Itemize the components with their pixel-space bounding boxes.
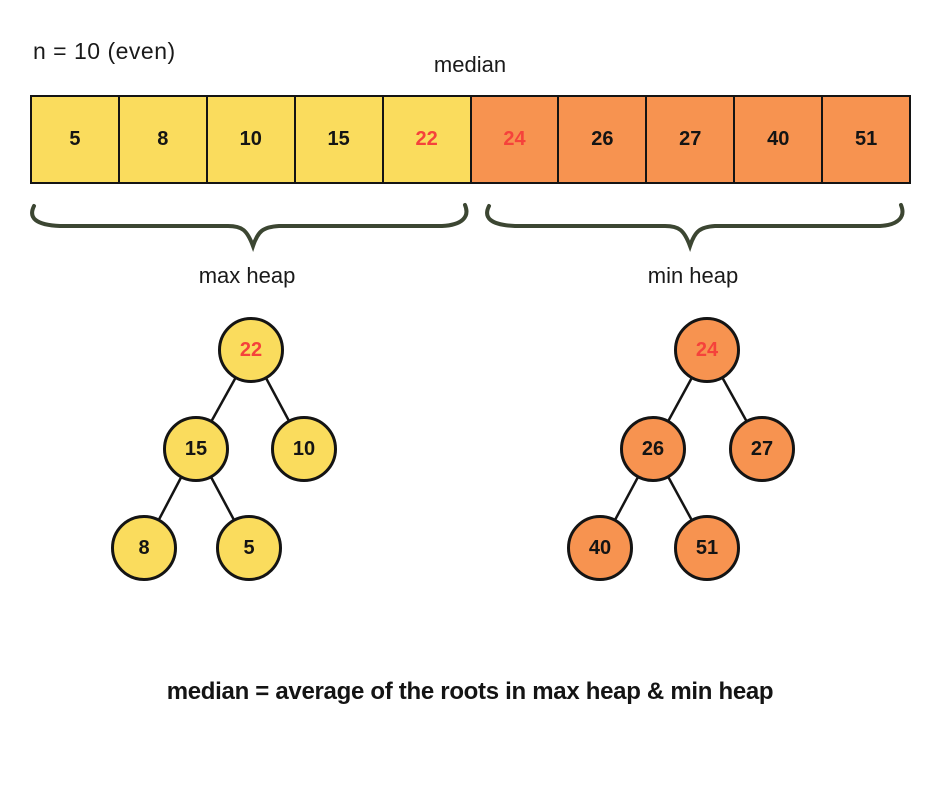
caption: median = average of the roots in max hea… bbox=[166, 678, 774, 705]
array-cell-8: 8 bbox=[117, 97, 206, 182]
array-cell-5: 5 bbox=[32, 97, 118, 182]
array-cell-27: 27 bbox=[645, 97, 734, 182]
array-cell-40: 40 bbox=[733, 97, 822, 182]
min_heap-node-27: 27 bbox=[729, 416, 795, 482]
min_heap-node-26: 26 bbox=[620, 416, 686, 482]
min-heap-brace bbox=[485, 203, 905, 252]
max_heap-node-22: 22 bbox=[218, 317, 284, 383]
max-heap-label: max heap bbox=[198, 263, 296, 288]
max-heap-brace bbox=[30, 203, 469, 252]
min-heap-label: min heap bbox=[647, 263, 739, 288]
array-cell-24: 24 bbox=[469, 97, 558, 182]
max_heap-node-15: 15 bbox=[163, 416, 229, 482]
min_heap-node-51: 51 bbox=[674, 515, 740, 581]
array-cell-26: 26 bbox=[557, 97, 646, 182]
n-count-label: n = 10 (even) bbox=[33, 38, 176, 64]
array-cell-51: 51 bbox=[821, 97, 910, 182]
array-cell-22: 22 bbox=[381, 97, 470, 182]
array-cell-15: 15 bbox=[293, 97, 382, 182]
max_heap-node-10: 10 bbox=[271, 416, 337, 482]
max_heap-node-5: 5 bbox=[216, 515, 282, 581]
max_heap-node-8: 8 bbox=[111, 515, 177, 581]
median-label: median bbox=[433, 52, 507, 77]
array-cell-10: 10 bbox=[205, 97, 294, 182]
min_heap-node-40: 40 bbox=[567, 515, 633, 581]
min_heap-node-24: 24 bbox=[674, 317, 740, 383]
